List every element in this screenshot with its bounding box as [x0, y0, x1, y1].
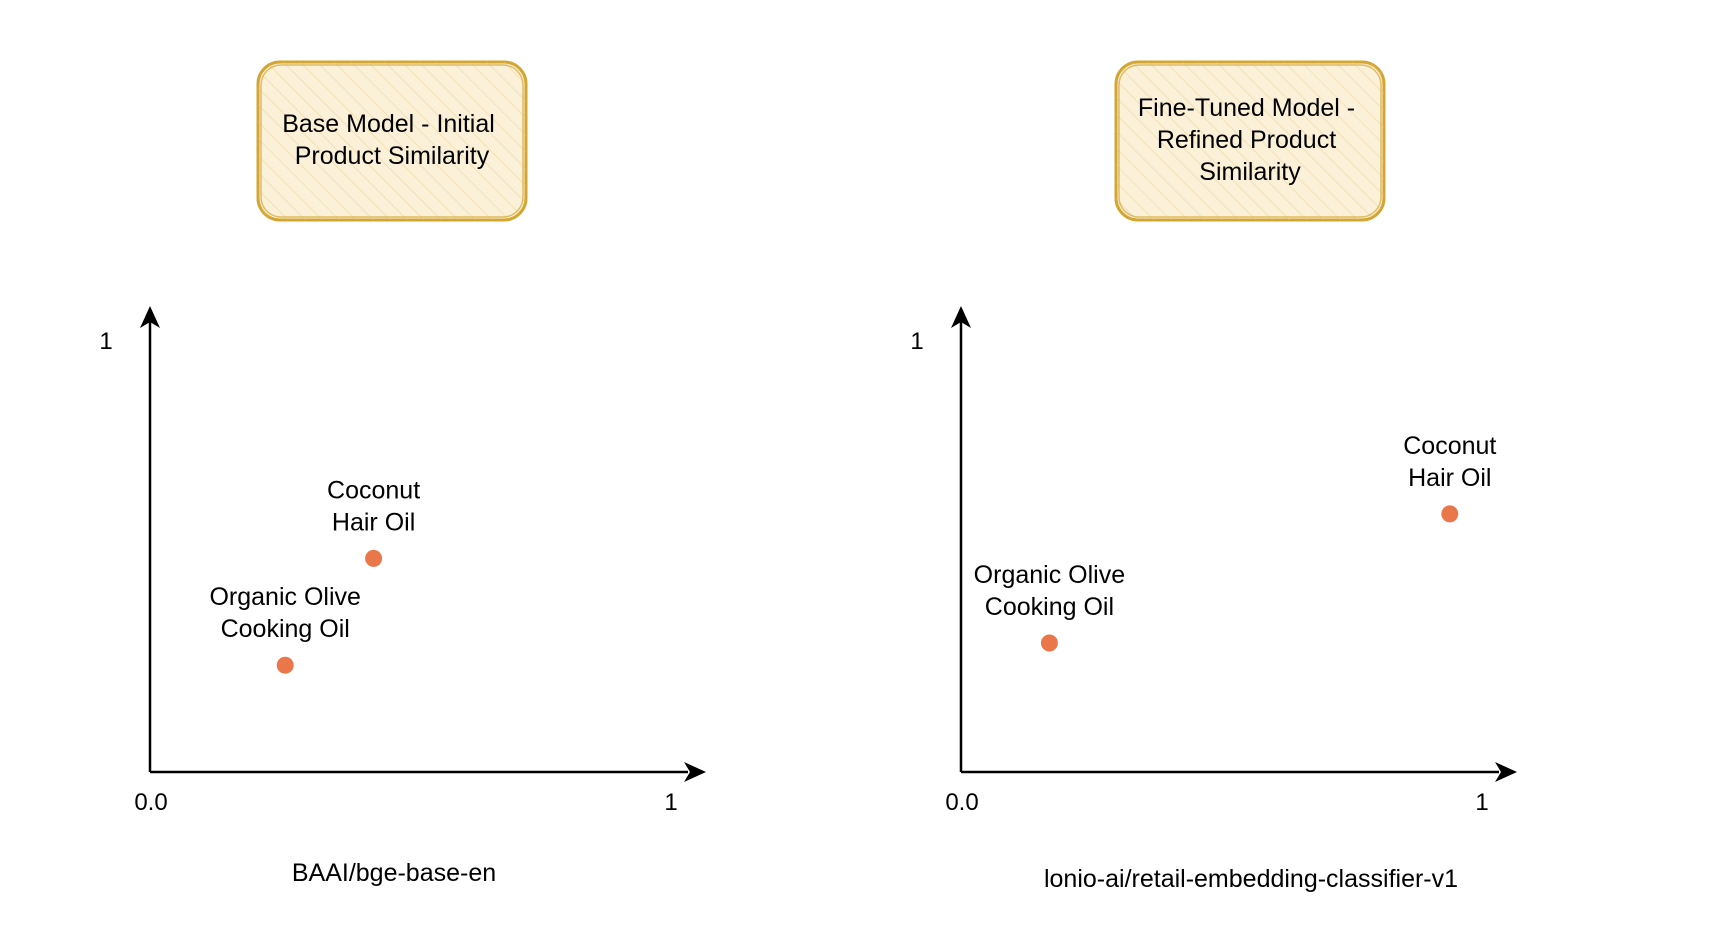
- x-axis-label: lonio-ai/retail-embedding-classifier-v1: [1044, 865, 1458, 893]
- y-axis-arrow: [951, 306, 971, 328]
- y-tick-label: 1: [99, 328, 112, 355]
- point-label-line: Organic Olive: [209, 583, 360, 611]
- scatter-point: [276, 656, 294, 674]
- chart-title: Fine-Tuned Model - Refined Product Simil…: [1138, 94, 1362, 186]
- x-tick-label-origin: 0.0: [134, 789, 167, 816]
- title-box: Base Model - Initial Product Similarity: [256, 60, 528, 222]
- point-label-line: Cooking Oil: [221, 615, 350, 643]
- y-axis-arrow: [140, 306, 160, 328]
- x-tick-label-max: 1: [664, 789, 677, 816]
- point-label-line: Coconut: [327, 476, 420, 504]
- y-tick-label: 1: [910, 328, 923, 355]
- point-label-line: Coconut: [1403, 432, 1496, 460]
- x-axis-label: BAAI/bge-base-en: [292, 859, 496, 887]
- chart-title: Base Model - Initial Product Similarity: [282, 110, 502, 170]
- chart-title-line: Product Similarity: [295, 142, 490, 170]
- axes: [140, 306, 706, 782]
- chart-panel-base-model: Base Model - Initial Product Similarity …: [99, 60, 706, 887]
- scatter-point: [1441, 505, 1459, 523]
- chart-title-line: Similarity: [1199, 158, 1301, 186]
- axes: [951, 306, 1517, 782]
- point-label-line: Cooking Oil: [985, 593, 1114, 621]
- chart-title-line: Fine-Tuned Model -: [1138, 94, 1355, 122]
- x-axis-arrow: [1495, 762, 1517, 782]
- point-label-line: Hair Oil: [1408, 464, 1491, 492]
- title-box: Fine-Tuned Model - Refined Product Simil…: [1114, 60, 1386, 222]
- scatter-point: [365, 549, 383, 567]
- point-label-line: Organic Olive: [974, 561, 1125, 589]
- chart-panel-fine-tuned-model: Fine-Tuned Model - Refined Product Simil…: [910, 60, 1517, 893]
- scatter-point: [1040, 634, 1058, 652]
- x-tick-label-max: 1: [1475, 789, 1488, 816]
- chart-title-line: Base Model - Initial: [282, 110, 495, 138]
- chart-title-line: Refined Product: [1157, 126, 1336, 154]
- x-tick-label-origin: 0.0: [945, 789, 978, 816]
- x-axis-arrow: [684, 762, 706, 782]
- point-label-line: Hair Oil: [332, 508, 415, 536]
